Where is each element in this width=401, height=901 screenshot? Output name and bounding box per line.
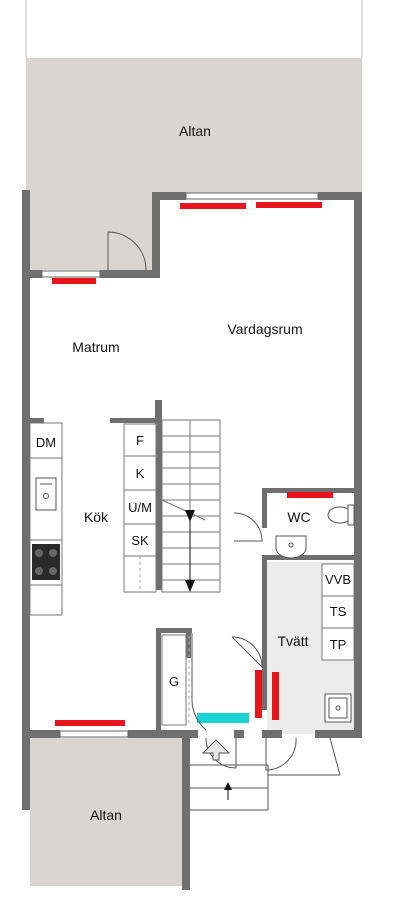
room-label-altan-top: Altan xyxy=(179,123,211,139)
kitchen-counter xyxy=(29,422,63,616)
label-f: F xyxy=(136,433,144,448)
radiators xyxy=(52,202,333,726)
label-k: K xyxy=(136,466,145,481)
sink-icon xyxy=(35,477,57,511)
entrance-steps xyxy=(190,737,341,811)
label-vvb: VVB xyxy=(325,572,351,587)
room-label-altan-bottom: Altan xyxy=(90,807,122,823)
cyan-marker xyxy=(197,713,249,723)
stove-icon xyxy=(32,544,60,580)
label-um: U/M xyxy=(128,500,152,515)
room-label-vardagsrum: Vardagsrum xyxy=(227,321,302,337)
label-g: G xyxy=(169,674,179,689)
wardrobe xyxy=(161,634,187,726)
laundry-column xyxy=(321,563,355,661)
label-sk: SK xyxy=(131,533,149,548)
entrance-arrow-icon xyxy=(201,739,231,761)
windows xyxy=(41,192,319,738)
step-arrow-icon xyxy=(224,782,232,790)
terrace-bottom xyxy=(30,738,188,886)
room-label-matrum: Matrum xyxy=(72,339,119,355)
room-label-tvatt: Tvätt xyxy=(277,633,308,649)
stair-arrow-down-icon xyxy=(185,580,195,592)
staircase xyxy=(161,419,221,593)
terrace-top-lower xyxy=(26,194,152,270)
stair-arrow-up-icon xyxy=(185,510,195,522)
room-label-kok: Kök xyxy=(84,509,109,525)
terrace-top xyxy=(26,58,362,194)
room-label-wc: WC xyxy=(287,509,310,525)
label-dm: DM xyxy=(36,435,56,450)
label-ts: TS xyxy=(330,604,347,619)
walls xyxy=(22,190,362,890)
label-tp: TP xyxy=(330,637,347,652)
